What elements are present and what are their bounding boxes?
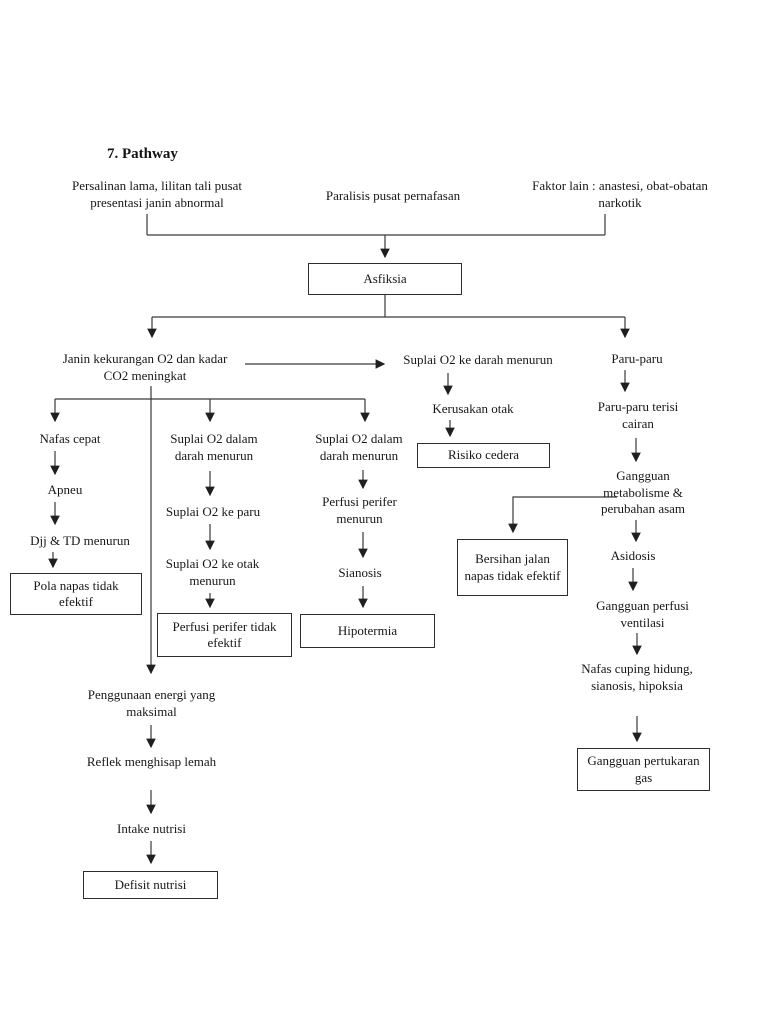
node-box-risiko-cedera: Risiko cedera	[417, 443, 550, 468]
node-suplai-o2-ke-otak-menurun: Suplai O2 ke otak menurun	[165, 556, 260, 588]
node-intake-nutrisi: Intake nutrisi	[117, 821, 186, 836]
node-reflek-menghisap-lemah: Reflek menghisap lemah	[86, 754, 217, 769]
node-cause-persalinan: Persalinan lama, lilitan tali pusat pres…	[71, 178, 243, 210]
node-box-perfusi-perifer-tidak-efektif: Perfusi perifer tidak efektif	[157, 613, 292, 657]
node-perfusi-perifer-menurun: Perfusi perifer menurun	[322, 494, 397, 526]
node-penggunaan-energi: Penggunaan energi yang maksimal	[87, 687, 216, 719]
node-nafas-cuping: Nafas cuping hidung, sianosis, hipoksia	[581, 661, 693, 693]
node-box-defisit-nutrisi: Defisit nutrisi	[83, 871, 218, 899]
node-box-gangguan-pertukaran-gas: Gangguan pertukaran gas	[577, 748, 710, 791]
node-suplai-o2-dalam-darah-menurun-2: Suplai O2 dalam darah menurun	[315, 431, 403, 463]
node-box-bersihan-jalan-napas: Bersihan jalan napas tidak efektif	[457, 539, 568, 596]
page-title: 7. Pathway	[107, 146, 178, 162]
node-cause-faktor-lain: Faktor lain : anastesi, obat-obatan nark…	[532, 178, 708, 210]
node-gangguan-perfusi-ventilasi: Gangguan perfusi ventilasi	[596, 598, 689, 630]
node-suplai-o2-dalam-darah-menurun-1: Suplai O2 dalam darah menurun	[170, 431, 258, 463]
node-box-hipotermia: Hipotermia	[300, 614, 435, 648]
node-djj-td-menurun: Djj & TD menurun	[30, 533, 130, 548]
node-box-asfiksia: Asfiksia	[308, 263, 462, 295]
node-nafas-cepat: Nafas cepat	[39, 431, 101, 446]
node-kerusakan-otak: Kerusakan otak	[432, 401, 514, 416]
node-gangguan-metabolisme: Gangguan metabolisme & perubahan asam	[600, 468, 686, 517]
node-paru-paru: Paru-paru	[611, 351, 663, 366]
node-box-pola-napas-tidak-efektif: Pola napas tidak efektif	[10, 573, 142, 615]
node-apneu: Apneu	[47, 482, 83, 497]
node-asidosis: Asidosis	[610, 548, 656, 563]
node-cause-paralisis: Paralisis pusat pernafasan	[325, 188, 461, 203]
node-sianosis: Sianosis	[338, 565, 382, 580]
node-suplai-o2-ke-darah-menurun: Suplai O2 ke darah menurun	[403, 352, 553, 367]
node-suplai-o2-ke-paru: Suplai O2 ke paru	[165, 504, 261, 519]
node-paru-paru-terisi-cairan: Paru-paru terisi cairan	[597, 399, 679, 431]
node-janin-kekurangan-o2: Janin kekurangan O2 dan kadar CO2 mening…	[62, 351, 228, 383]
